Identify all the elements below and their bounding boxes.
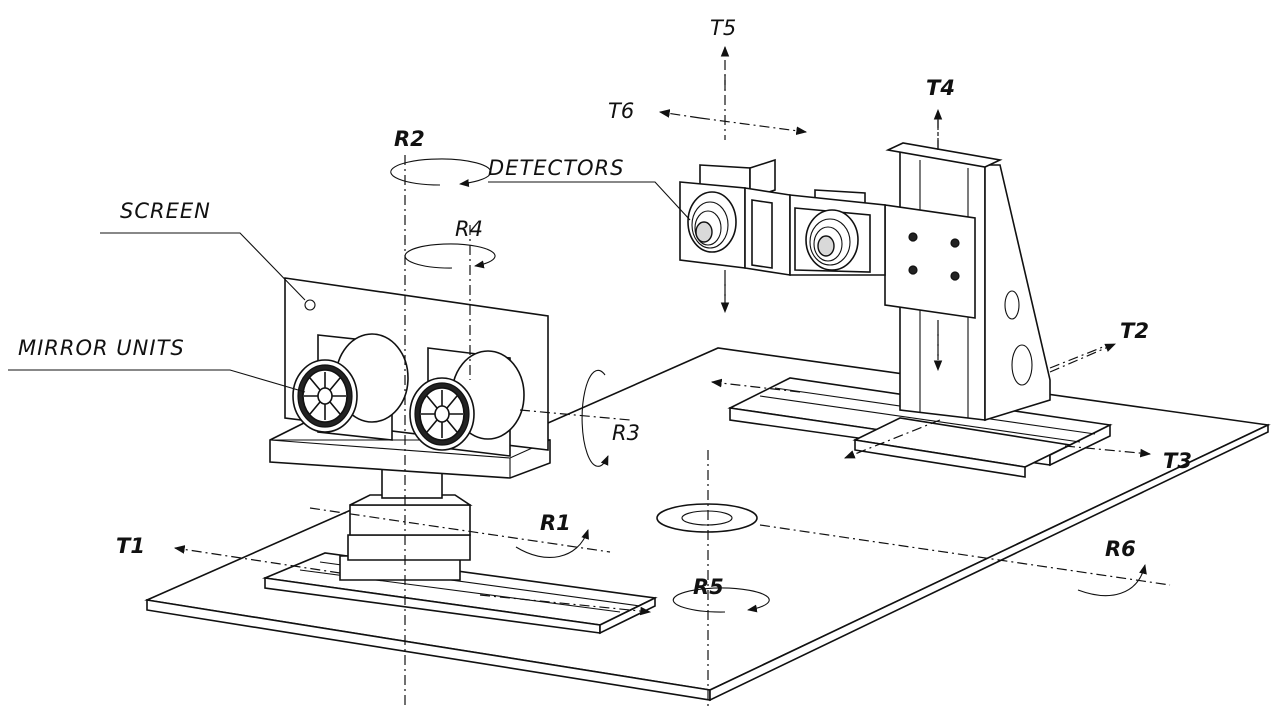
label-screen: SCREEN xyxy=(120,199,211,223)
component-labels: SCREEN MIRROR UNITS DETECTORS xyxy=(18,156,624,360)
axis-lines xyxy=(309,75,1171,709)
right-rail-base xyxy=(727,377,1113,478)
label-r4: R4 xyxy=(455,217,483,241)
label-r5: R5 xyxy=(693,575,724,599)
detector-lens-left xyxy=(687,191,737,253)
arrow-r2 xyxy=(390,158,492,187)
label-r2: R2 xyxy=(394,127,425,151)
arrow-r1 xyxy=(515,529,589,558)
label-r3: R3 xyxy=(612,421,640,445)
label-r6: R6 xyxy=(1105,537,1136,561)
arrow-r6 xyxy=(1077,564,1147,597)
mirror-units-leader xyxy=(8,369,306,393)
translation-arrows xyxy=(173,45,1152,616)
detector-lens-right xyxy=(805,209,859,271)
screen-leader xyxy=(100,232,306,301)
detectors-leader xyxy=(488,181,691,221)
rotation-arrows xyxy=(390,158,1147,613)
arrow-r4 xyxy=(404,243,496,269)
label-r1: R1 xyxy=(540,511,571,535)
label-t3: T3 xyxy=(1163,449,1192,473)
detector-tower xyxy=(884,142,1051,422)
leader-lines xyxy=(8,181,691,393)
label-t4: T4 xyxy=(926,76,955,100)
arrow-t3 xyxy=(1064,445,1152,458)
arrow-t2 xyxy=(1049,343,1116,373)
detector-housings xyxy=(679,158,886,276)
arrow-r3 xyxy=(581,369,609,467)
label-t1: T1 xyxy=(116,534,145,558)
arrow-r5 xyxy=(672,587,770,613)
mirror-unit-right xyxy=(409,347,525,457)
arrow-t6 xyxy=(658,109,701,119)
label-t2: T2 xyxy=(1120,319,1149,343)
label-mirror-units: MIRROR UNITS xyxy=(18,336,185,360)
label-detectors: DETECTORS xyxy=(488,156,624,180)
label-t5: T5 xyxy=(710,16,736,40)
mirror-unit-left xyxy=(292,333,409,441)
arrow-t1 xyxy=(173,545,341,574)
axis-labels: T1 T2 T3 T4 T5 T6 R1 R2 R3 R4 R5 R6 xyxy=(116,16,1192,599)
label-t6: T6 xyxy=(608,99,634,123)
rotation-ring-r5 xyxy=(656,503,758,533)
